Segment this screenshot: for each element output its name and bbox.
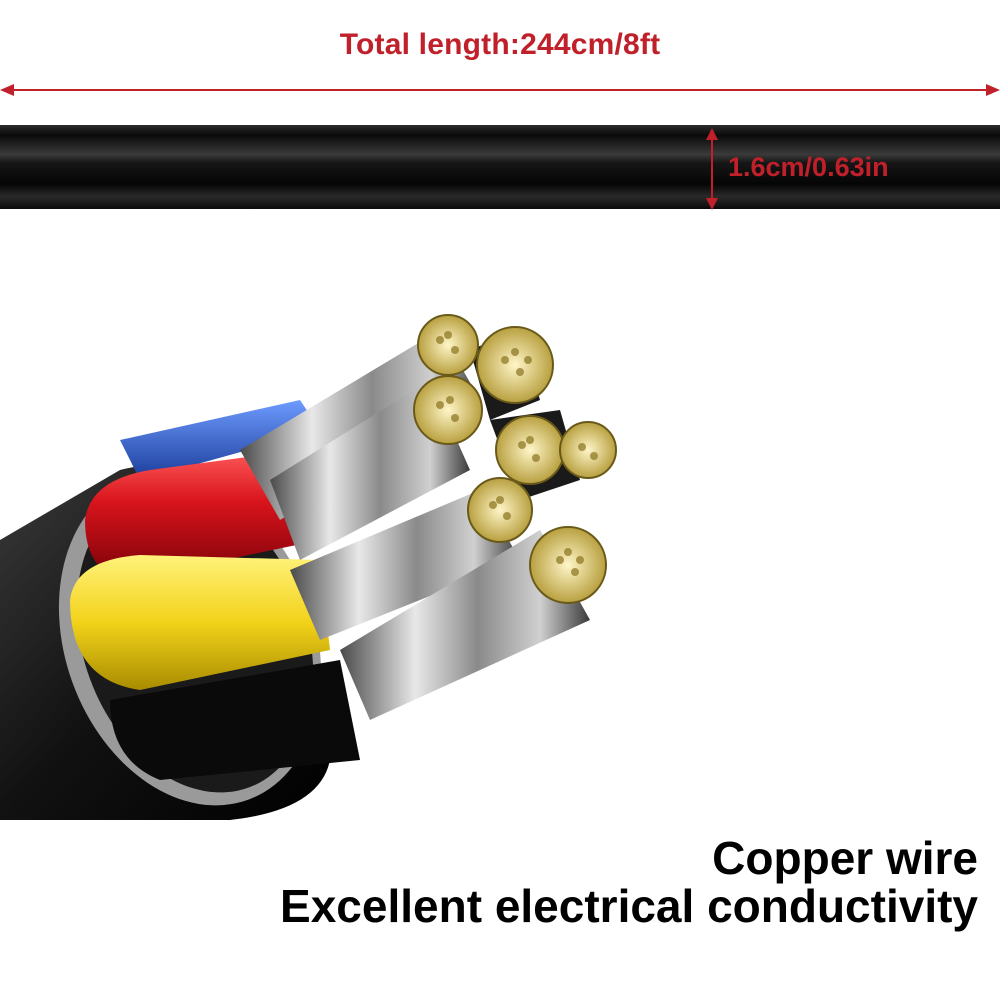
cable-cross-section-image — [0, 314, 617, 820]
caption-title: Copper wire — [712, 832, 978, 884]
total-length-label: Total length:244cm/8ft — [339, 28, 661, 61]
diameter-label: 1.6cm/0.63in — [728, 152, 889, 182]
diameter-arrow — [706, 128, 718, 210]
feature-caption: Copper wire Excellent electrical conduct… — [280, 835, 978, 929]
caption-subtitle: Excellent electrical conductivity — [280, 880, 978, 932]
length-arrow — [0, 84, 1000, 96]
cable-side-view — [0, 125, 1000, 209]
